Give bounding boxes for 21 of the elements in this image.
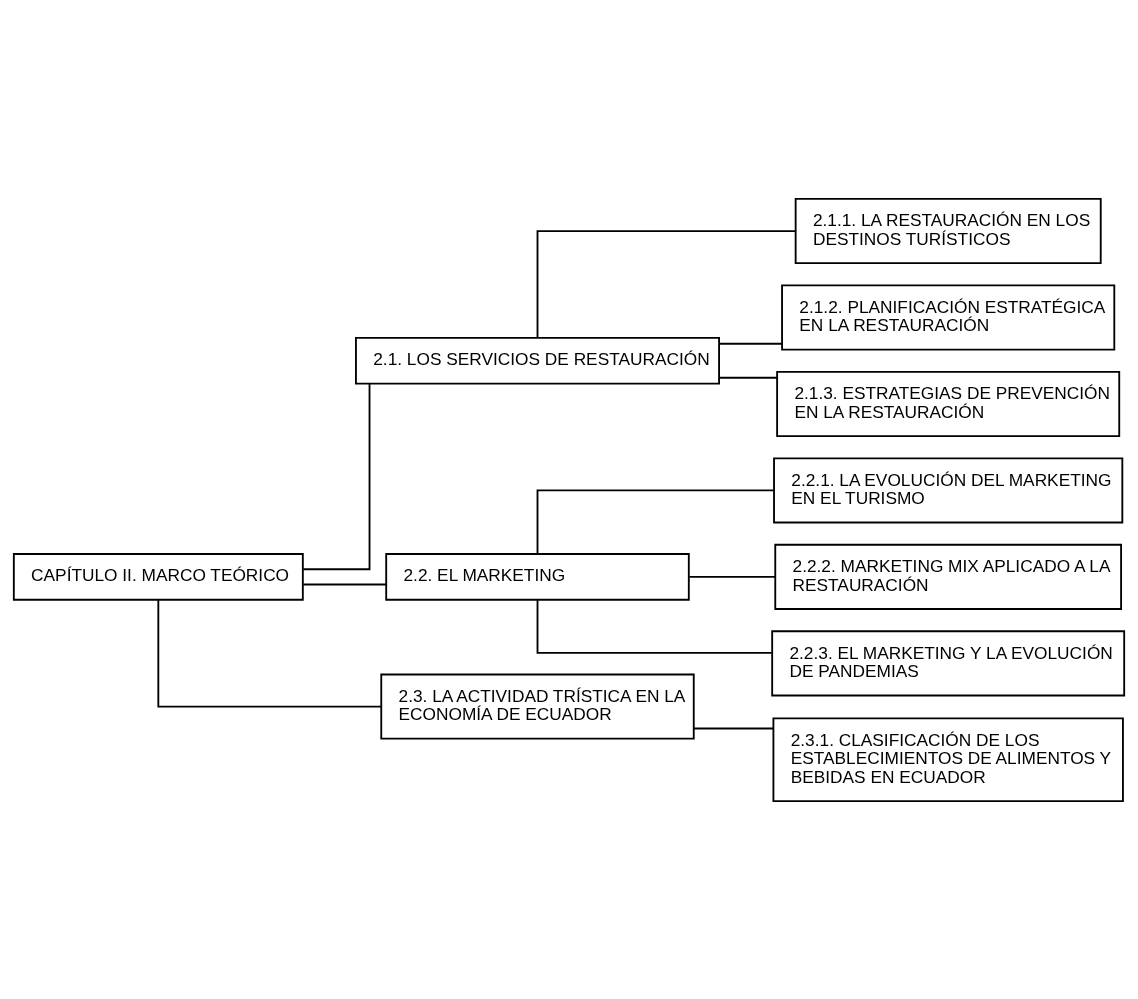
node-box: 2.1. LOS SERVICIOS DE RESTAURACIÓN <box>355 336 720 384</box>
node-box: 2.2.1. LA EVOLUCIÓN DEL MARKETING EN EL TURISMO <box>773 456 1124 523</box>
connector <box>536 598 773 654</box>
connector <box>693 727 775 729</box>
connector <box>688 575 777 578</box>
node-box: 2.2.3. EL MARKETING Y LA EVOLUCIÓN DE PANDEMIAS <box>771 629 1126 696</box>
node-box: 2.1.1. LA RESTAURACIÓN EN LOS DESTINOS TURÍSTICOS <box>794 197 1102 264</box>
connector <box>718 342 783 345</box>
connector <box>536 229 797 338</box>
node-box: 2.3. LA ACTIVIDAD TRÍSTICA EN LA ECONOMÍA DE ECUADOR <box>380 673 695 740</box>
node-box: 2.1.2. PLANIFICACIÓN ESTRATÉGICA EN LA RESTAURACIÓN <box>781 283 1116 351</box>
node-box: 2.2. EL MARKETING <box>385 552 690 601</box>
connector <box>536 489 775 555</box>
connector <box>302 583 387 585</box>
connector <box>718 376 778 379</box>
node-box: 2.2.2. MARKETING MIX APLICADO A LA RESTAURACIÓN <box>774 543 1123 610</box>
node-box: CAPÍTULO II. MARCO TEÓRICO <box>12 552 304 601</box>
connector <box>157 598 382 707</box>
node-box: 2.3.1. CLASIFICACIÓN DE LOS ESTABLECIMIENTOS DE ALIMENTOS Y BEBIDAS EN ECUADOR <box>772 716 1124 802</box>
node-box: 2.1.3. ESTRATEGIAS DE PREVENCIÓN EN LA RESTAURACIÓN <box>776 370 1121 437</box>
connector <box>302 382 371 570</box>
